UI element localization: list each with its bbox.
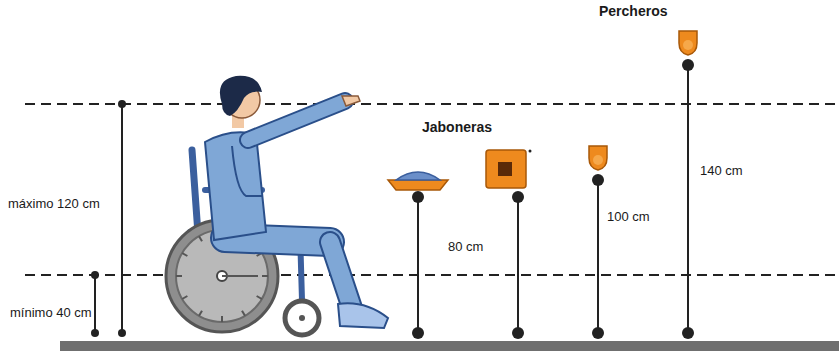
min-height-line	[25, 274, 839, 276]
dimension-label: máximo 120 cm	[6, 197, 102, 211]
soap-dish	[486, 150, 532, 340]
floor	[60, 341, 839, 351]
soap-dish	[388, 172, 448, 339]
wheel-tick	[176, 275, 182, 277]
wheel-tick	[199, 236, 202, 241]
coat-hook	[679, 31, 697, 339]
dimension-label: 80 cm	[446, 240, 485, 254]
wheel-tick	[242, 311, 245, 316]
dimension-line	[121, 104, 123, 333]
dimension-dot	[118, 100, 126, 108]
max-height-line	[25, 103, 839, 105]
wheel-tick	[221, 316, 223, 322]
heading-label: Percheros	[597, 4, 669, 19]
heading-label: Jaboneras	[420, 120, 494, 135]
dimension-label: 140 cm	[698, 164, 745, 178]
wheel-tick	[257, 296, 262, 299]
wheel-tick	[262, 275, 268, 277]
wheel-tick	[182, 253, 187, 256]
wheel-tick	[182, 296, 187, 299]
dimension-dot	[91, 271, 99, 279]
dimension-label: 100 cm	[605, 210, 652, 224]
dimension-dot	[91, 329, 99, 337]
wheel-tick	[199, 311, 202, 316]
dimension-dot	[118, 329, 126, 337]
coat-hook	[589, 146, 607, 339]
dimension-line	[94, 275, 96, 333]
person	[205, 76, 388, 328]
dimension-label: mínimo 40 cm	[8, 306, 94, 320]
